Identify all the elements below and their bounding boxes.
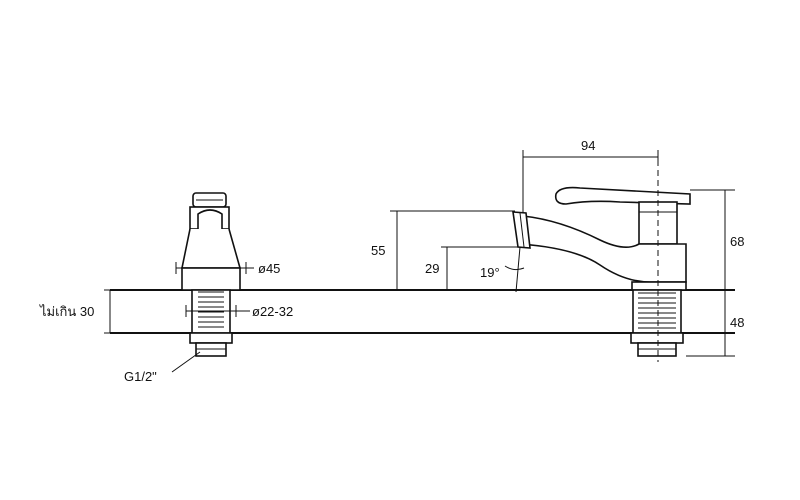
dim-68: 68 bbox=[690, 189, 744, 290]
dim-dia-45: ø45 bbox=[175, 261, 280, 276]
angle-19-label: 19° bbox=[480, 265, 500, 280]
dim-48-label: 48 bbox=[730, 315, 744, 330]
faucet-side-view bbox=[512, 150, 691, 362]
dim-max-depth: ไม่เกิน 30 bbox=[39, 289, 116, 334]
max-depth-label: ไม่เกิน 30 bbox=[39, 304, 94, 319]
dia-22-32-label: ø22-32 bbox=[252, 304, 293, 319]
dim-48: 48 bbox=[686, 290, 744, 357]
thread-callout: G1/2" bbox=[124, 351, 201, 384]
dim-29: 29 bbox=[425, 246, 520, 291]
dim-94-label: 94 bbox=[581, 138, 595, 153]
dia-45-label: ø45 bbox=[258, 261, 280, 276]
dim-55: 55 bbox=[371, 210, 515, 291]
thread-label: G1/2" bbox=[124, 369, 157, 384]
dim-68-label: 68 bbox=[730, 234, 744, 249]
faucet-front-view bbox=[181, 192, 242, 357]
dim-55-label: 55 bbox=[371, 243, 385, 258]
dim-angle-19: 19° bbox=[480, 246, 525, 293]
dim-29-label: 29 bbox=[425, 261, 439, 276]
dim-dia-22-32: ø22-32 bbox=[185, 304, 293, 319]
dim-94: 94 bbox=[522, 138, 659, 212]
